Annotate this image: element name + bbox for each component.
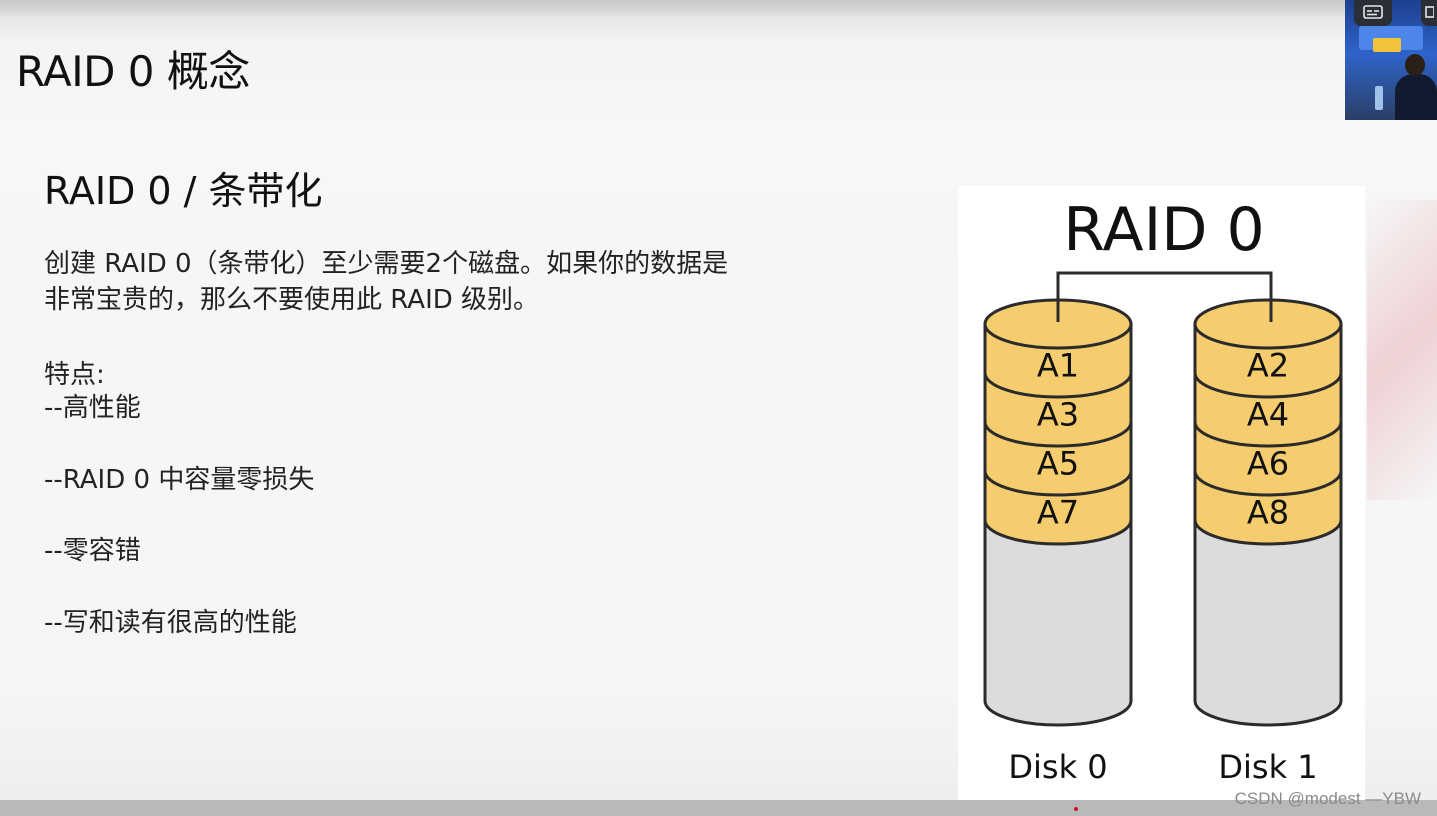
- description-line: 创建 RAID 0（条带化）至少需要2个磁盘。如果你的数据是: [44, 249, 729, 279]
- block-label: A3: [1037, 396, 1079, 434]
- block-label: A6: [1247, 445, 1289, 483]
- features-list: --高性能 --RAID 0 中容量零损失 --零容错 --写和读有很高的性能: [44, 390, 314, 676]
- disk-empty-space: [1193, 518, 1343, 727]
- window-icon[interactable]: [1421, 0, 1437, 26]
- webcam-banner-accent: [1373, 38, 1401, 52]
- webcam-bottle: [1375, 86, 1383, 110]
- webcam-person-head: [1405, 54, 1425, 76]
- webcam-person-body: [1395, 74, 1437, 120]
- disk-empty-space: [983, 518, 1133, 727]
- slide-title: RAID 0 概念: [16, 47, 250, 96]
- diagram-title: RAID 0: [1063, 195, 1264, 265]
- section-title: RAID 0 / 条带化: [44, 169, 323, 213]
- video-progress-bar[interactable]: [0, 800, 1437, 816]
- block-label: A5: [1037, 445, 1079, 483]
- feature-item: --零容错: [44, 536, 141, 566]
- block-label: A4: [1247, 396, 1289, 434]
- description-line: 非常宝贵的，那么不要使用此 RAID 级别。: [44, 285, 540, 315]
- caption-icon[interactable]: [1354, 0, 1392, 26]
- description: 创建 RAID 0（条带化）至少需要2个磁盘。如果你的数据是 非常宝贵的，那么不…: [44, 246, 728, 318]
- feature-item: --写和读有很高的性能: [44, 607, 297, 638]
- block-label: A7: [1037, 494, 1079, 532]
- background-decoration: [1367, 200, 1437, 500]
- watermark: CSDN @modest —YBW: [1234, 789, 1421, 808]
- disk-top-cap: [1193, 298, 1343, 350]
- feature-item: --RAID 0 中容量零损失: [44, 464, 315, 495]
- diagram-connector: [1056, 271, 1273, 322]
- disk-label: Disk 0: [1008, 748, 1107, 786]
- block-label: A8: [1247, 494, 1289, 532]
- top-fade: [0, 0, 1437, 18]
- features-label: 特点:: [44, 360, 105, 390]
- feature-item: --高性能: [44, 393, 141, 423]
- block-label: A2: [1247, 347, 1289, 385]
- progress-marker[interactable]: [1074, 807, 1078, 811]
- block-label: A1: [1037, 347, 1079, 385]
- disk-label: Disk 1: [1218, 748, 1317, 786]
